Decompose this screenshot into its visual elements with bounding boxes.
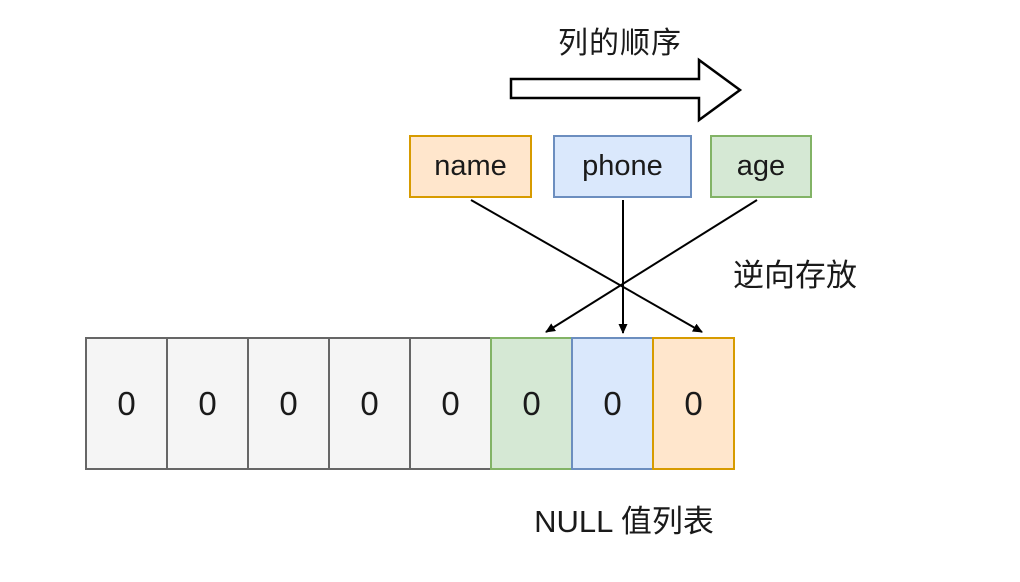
arrow-name-to-orange-cell — [470, 199, 703, 333]
bitmap-cell-value: 0 — [684, 384, 703, 422]
bitmap-cell-value: 0 — [279, 384, 298, 422]
bitmap-cell-7-phone: 0 — [571, 337, 654, 470]
bitmap-cell-value: 0 — [603, 384, 622, 422]
column-label-phone: phone — [582, 150, 663, 182]
bitmap-cell-2: 0 — [166, 337, 249, 470]
bitmap-cell-value: 0 — [441, 384, 460, 422]
bitmap-cell-4: 0 — [328, 337, 411, 470]
bitmap-cell-5: 0 — [409, 337, 492, 470]
null-bitmap-row: 0 0 0 0 0 0 0 0 — [85, 337, 735, 470]
reverse-storage-label: 逆向存放 — [733, 258, 857, 293]
column-order-arrow-icon — [509, 57, 743, 123]
bitmap-cell-value: 0 — [360, 384, 379, 422]
column-box-phone: phone — [553, 135, 692, 198]
column-label-name: name — [434, 150, 507, 182]
bitmap-cell-value: 0 — [522, 384, 541, 422]
null-value-list-label: NULL 值列表 — [534, 504, 714, 539]
bitmap-cell-6-age: 0 — [490, 337, 573, 470]
bitmap-cell-value: 0 — [117, 384, 136, 422]
column-order-title: 列的顺序 — [558, 27, 682, 60]
bitmap-cell-1: 0 — [85, 337, 168, 470]
column-box-age: age — [710, 135, 812, 198]
bitmap-cell-value: 0 — [198, 384, 217, 422]
bitmap-cell-8-name: 0 — [652, 337, 735, 470]
column-label-age: age — [736, 150, 786, 182]
column-box-name: name — [409, 135, 532, 198]
bitmap-cell-3: 0 — [247, 337, 330, 470]
